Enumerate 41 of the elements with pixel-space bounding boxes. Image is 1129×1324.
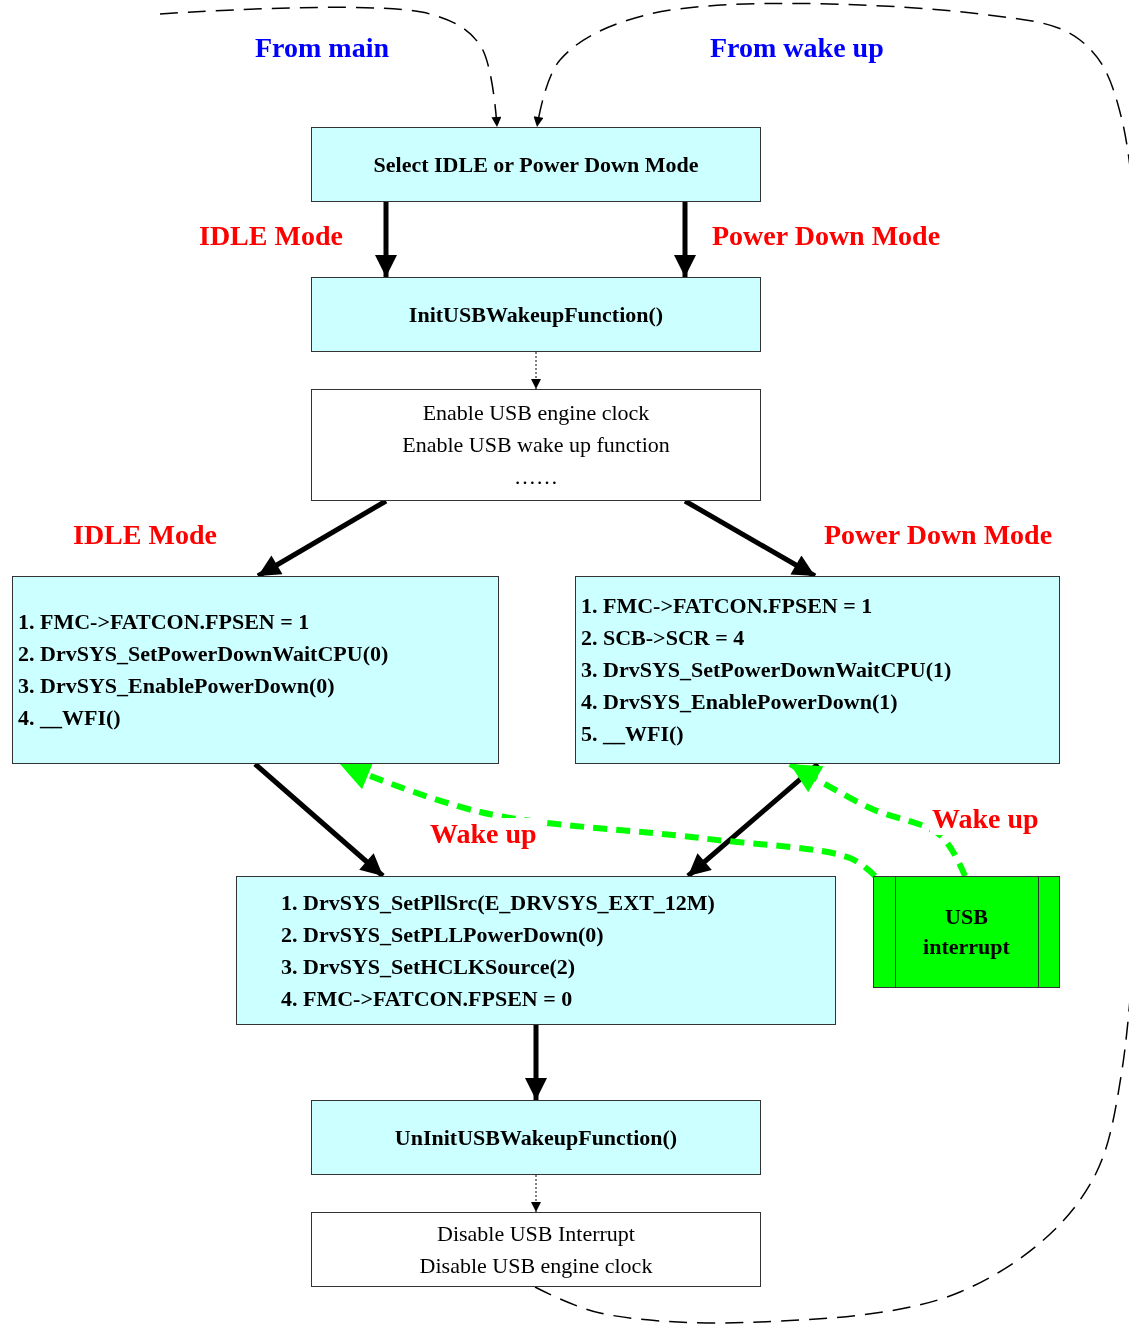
note-text: Enable USB engine clock [422, 399, 650, 427]
process-box [236, 876, 836, 1025]
arrow [525, 1025, 547, 1100]
step-text: 2. DrvSYS_SetPowerDownWaitCPU(0) [18, 640, 389, 668]
step-text: 2. DrvSYS_SetPLLPowerDown(0) [281, 920, 604, 949]
arrow [686, 762, 820, 878]
box-title: InitUSBWakeupFunction() [408, 300, 664, 329]
note-box [311, 1212, 761, 1287]
arrow [159, 6, 502, 128]
process-box [12, 576, 499, 764]
step-text: 4. __WFI() [18, 704, 121, 732]
edge-label: Wake up [428, 818, 539, 850]
arrow [375, 202, 397, 277]
arrow [531, 351, 541, 390]
interrupt-box [873, 876, 1060, 988]
step-text: 2. SCB->SCR = 4 [581, 624, 745, 652]
process-box [311, 127, 761, 202]
process-box [311, 277, 761, 352]
step-text: 5. __WFI() [581, 720, 684, 748]
process-box [311, 1100, 761, 1175]
step-text: 4. DrvSYS_EnablePowerDown(1) [581, 688, 898, 716]
box-title: UnInitUSBWakeupFunction() [394, 1123, 678, 1152]
step-text: 3. DrvSYS_SetHCLKSource(2) [281, 952, 576, 981]
step-text: 1. DrvSYS_SetPllSrc(E_DRVSYS_EXT_12M) [281, 888, 715, 917]
step-text: 1. FMC->FATCON.FPSEN = 1 [581, 592, 873, 620]
note-text: Enable USB wake up function [402, 431, 670, 459]
box-title: USB interrupt [922, 903, 1011, 961]
step-text: 3. DrvSYS_EnablePowerDown(0) [18, 672, 335, 700]
box-title: Select IDLE or Power Down Mode [373, 150, 699, 179]
arrow [531, 1174, 541, 1213]
note-text: Disable USB engine clock [419, 1251, 653, 1280]
arrow [533, 2, 1129, 1324]
process-box [575, 576, 1060, 764]
step-text: 1. FMC->FATCON.FPSEN = 1 [18, 608, 310, 636]
note-text: Disable USB Interrupt [437, 1219, 635, 1248]
note-box [311, 389, 761, 501]
note-text: …… [514, 463, 558, 491]
step-text: 3. DrvSYS_SetPowerDownWaitCPU(1) [581, 656, 952, 684]
arrow [253, 762, 385, 878]
step-text: 4. FMC->FATCON.FPSEN = 0 [281, 984, 573, 1013]
arrow [674, 202, 696, 277]
